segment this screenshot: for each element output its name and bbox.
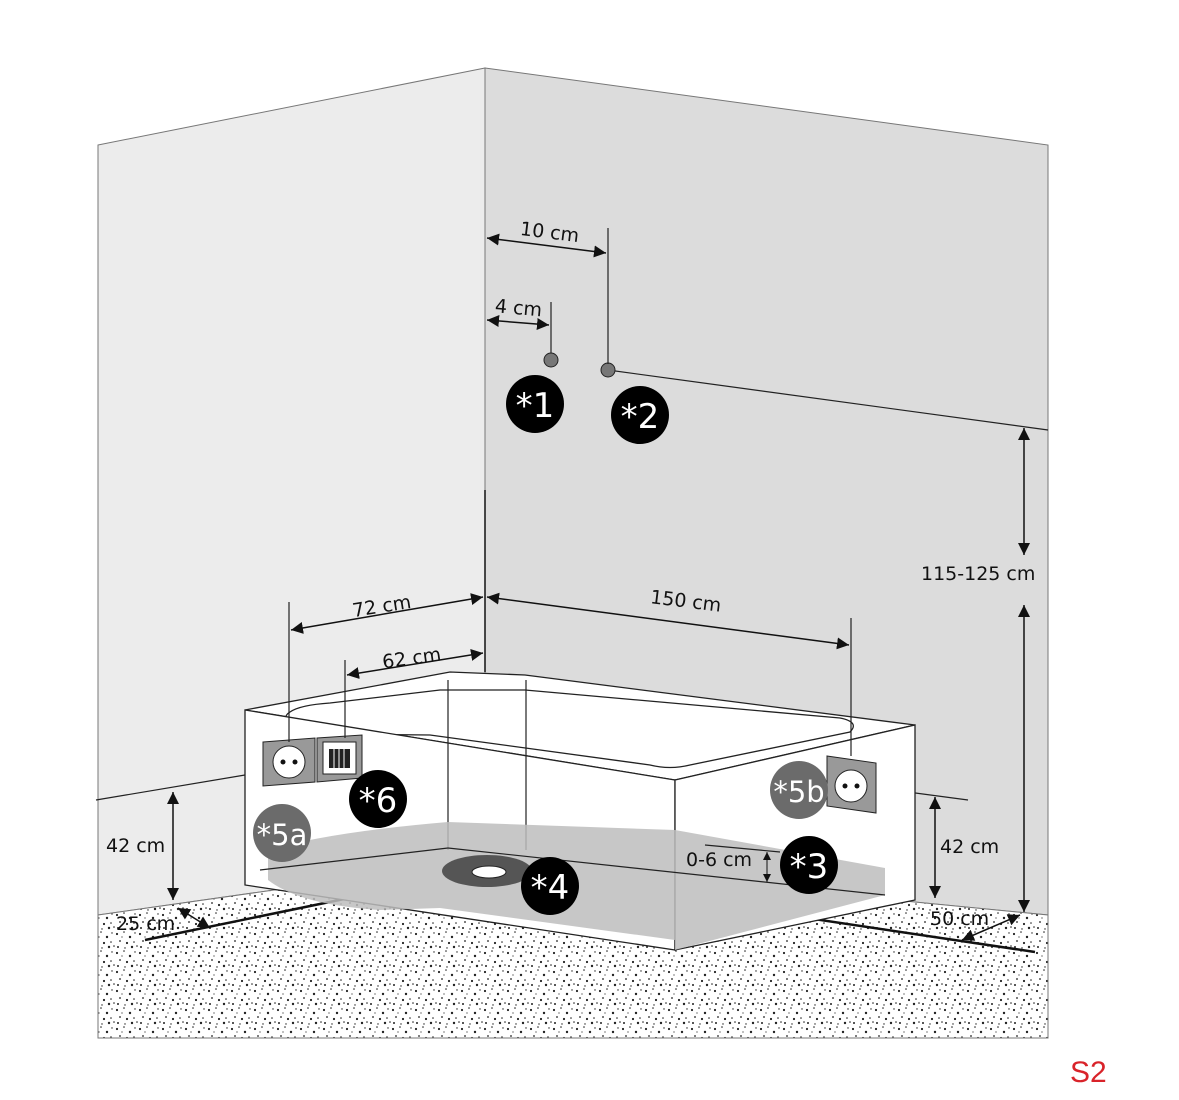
dim-line-4cm — [486, 314, 550, 331]
water-connection-1 — [543, 352, 559, 368]
svg-text:*3: *3 — [790, 847, 829, 887]
marker-2: *2 — [611, 386, 669, 444]
marker-5b: *5b — [770, 761, 828, 819]
dim-line-10cm — [486, 233, 607, 258]
svg-text:*2: *2 — [621, 397, 660, 437]
marker-3: *3 — [780, 836, 838, 894]
marker-1: *1 — [506, 375, 564, 433]
label-25cm: 25 cm — [116, 913, 175, 935]
switch-6 — [316, 734, 363, 783]
connection-line — [607, 369, 1049, 431]
socket-5a — [262, 737, 316, 787]
page-label: S2 — [1070, 1056, 1107, 1089]
drain-hole — [471, 865, 507, 879]
label-0-6cm: 0-6 cm — [686, 849, 752, 871]
marker-4: *4 — [521, 857, 579, 915]
label-115-125cm: 115-125 cm — [921, 563, 1035, 585]
water-connection-2 — [600, 362, 616, 378]
ext-line — [704, 844, 781, 853]
svg-text:*5b: *5b — [773, 775, 824, 809]
dim-line-72cm — [290, 593, 484, 634]
socket-5b — [826, 755, 877, 814]
label-42cm-right: 42 cm — [940, 836, 999, 858]
marker-6: *6 — [349, 770, 407, 828]
svg-text:*1: *1 — [516, 386, 555, 426]
label-4cm: 4 cm — [494, 295, 543, 321]
svg-text:*5a: *5a — [257, 818, 308, 852]
svg-text:*6: *6 — [359, 781, 398, 821]
svg-text:*4: *4 — [531, 868, 570, 908]
tub-base-line — [259, 847, 449, 871]
label-42cm-left: 42 cm — [106, 835, 165, 857]
label-50cm: 50 cm — [930, 908, 989, 930]
dim-line-50cm — [961, 914, 1021, 941]
dim-line-62cm — [346, 648, 484, 680]
dim-line-25cm — [177, 907, 211, 929]
height-line-left — [95, 774, 246, 801]
dim-line-150cm — [486, 592, 850, 650]
marker-5a: *5a — [253, 804, 311, 862]
